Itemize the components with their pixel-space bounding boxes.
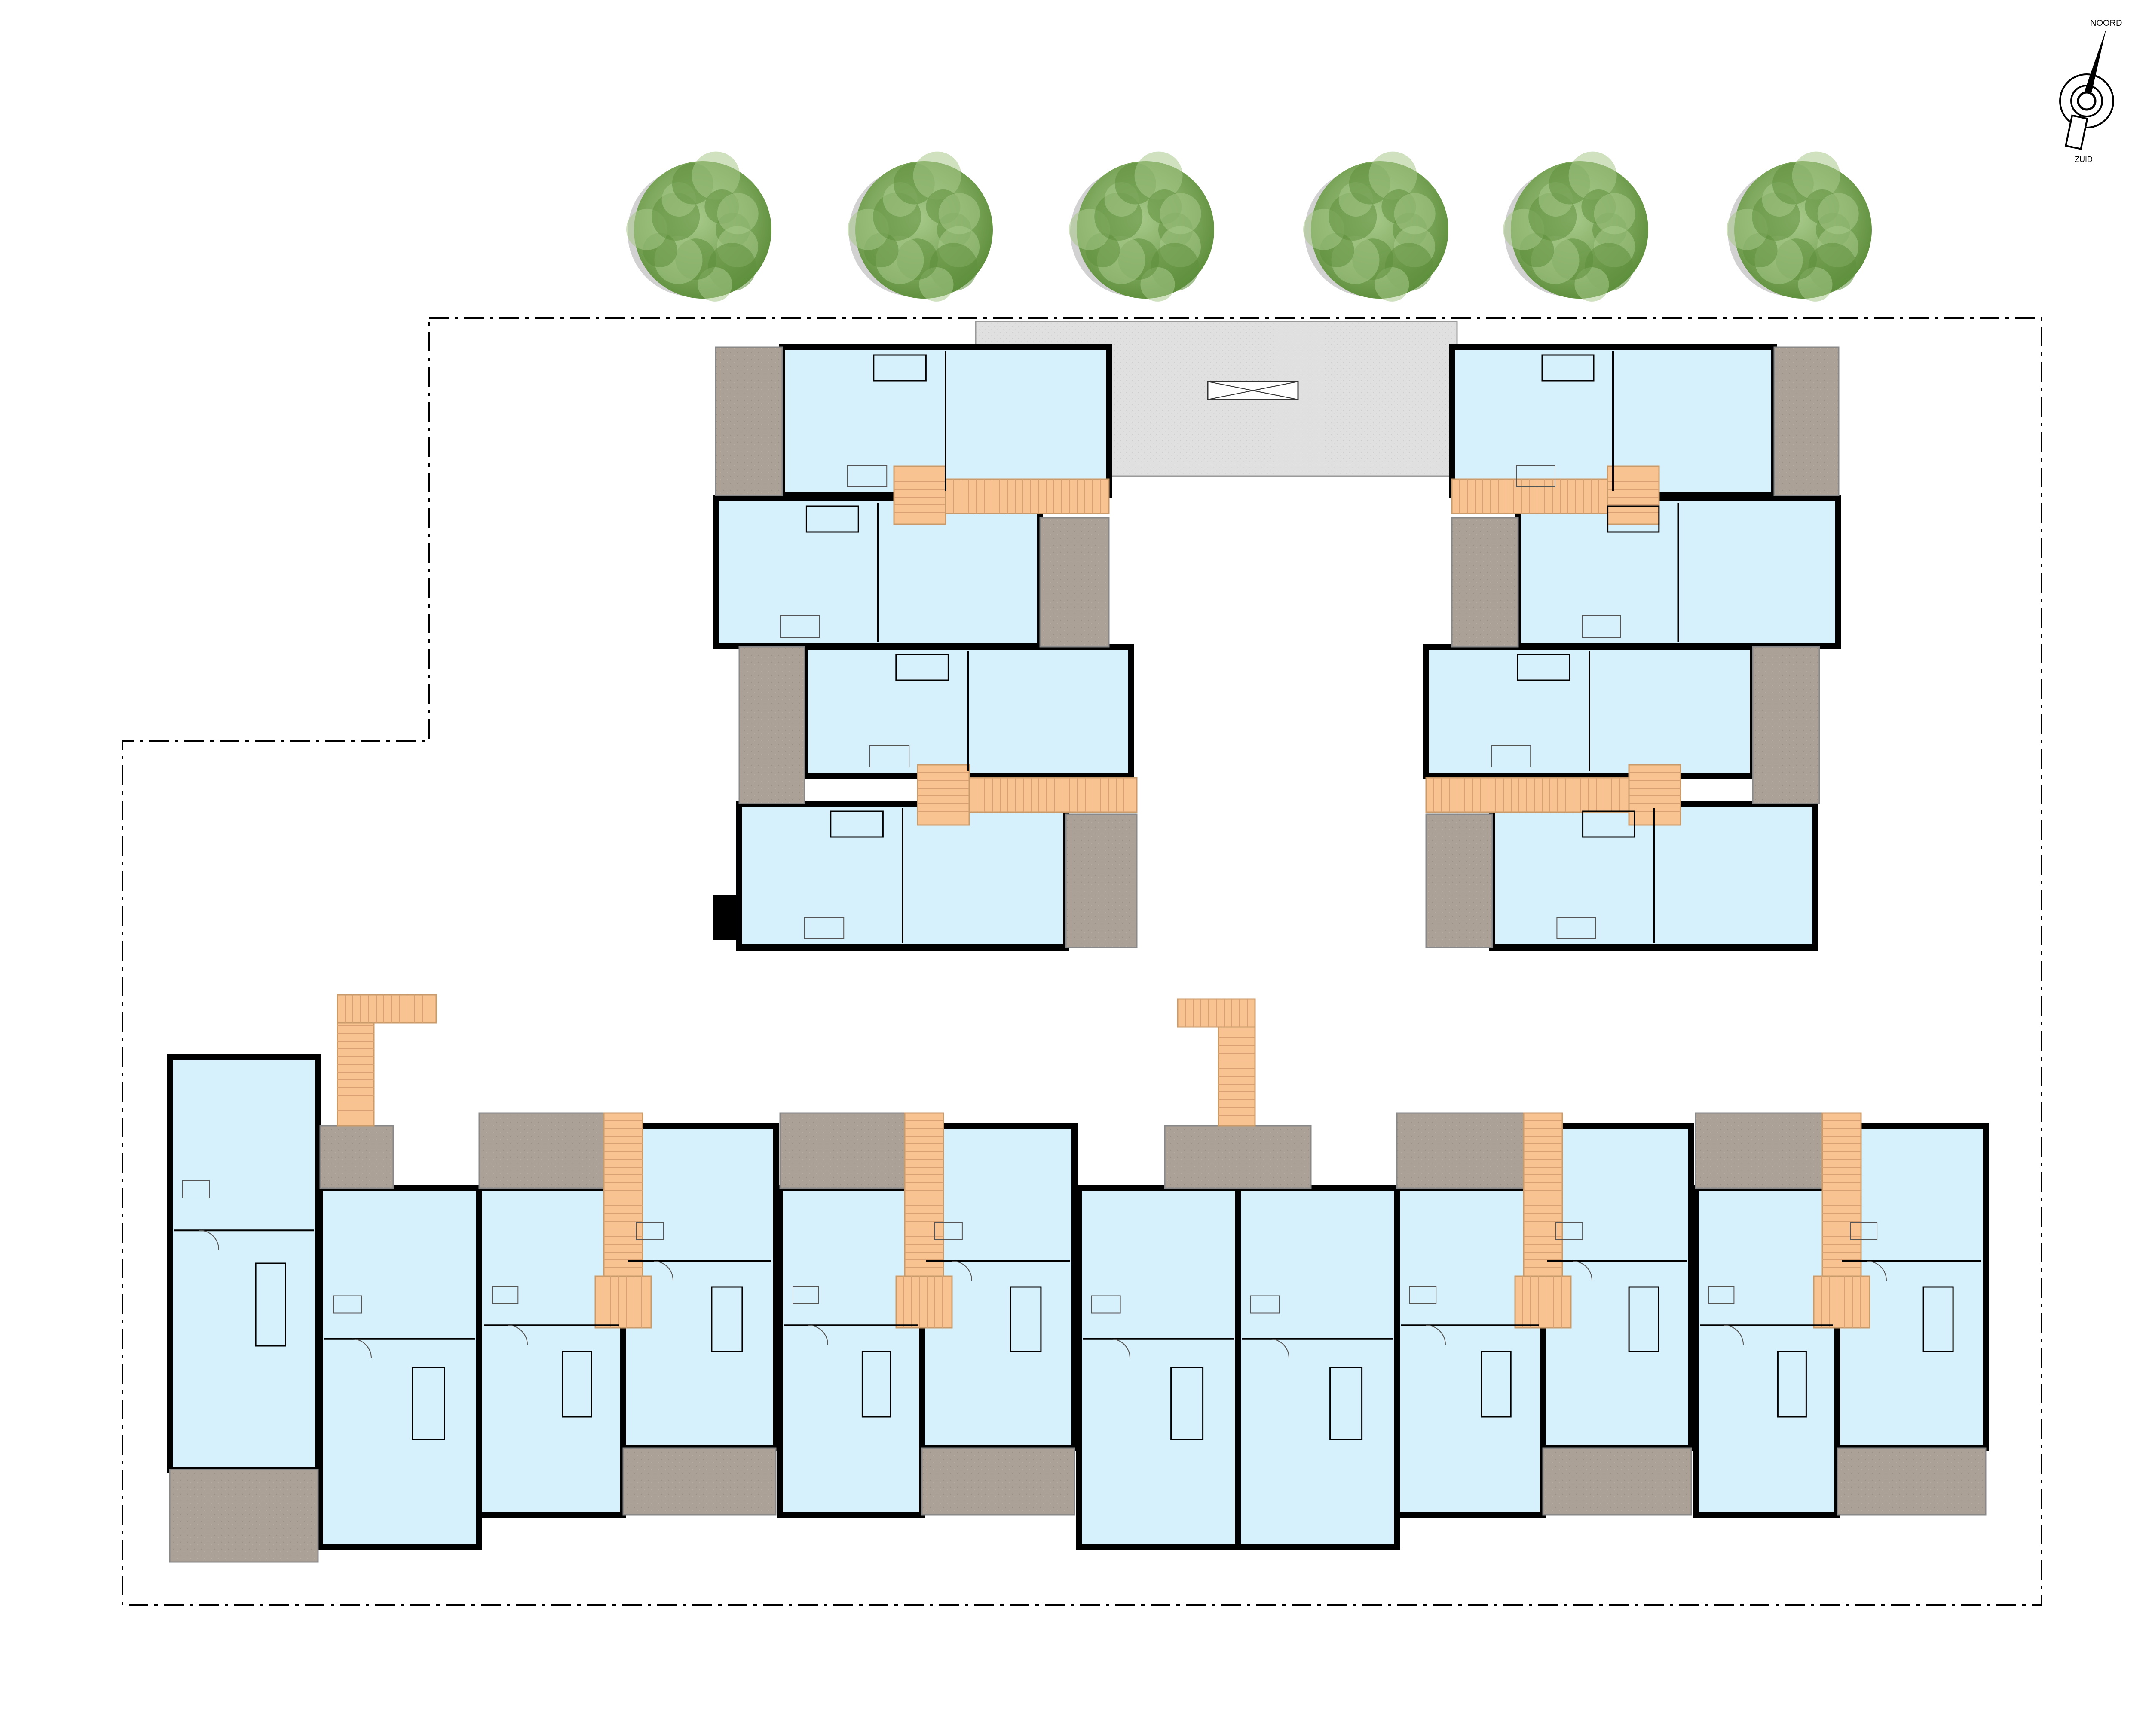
apartment-unit: [1693, 1185, 1840, 1518]
terrace: [779, 1112, 923, 1189]
apartment-unit: [1076, 1185, 1241, 1550]
site-boundary: [122, 317, 2042, 1606]
room-layout: [847, 351, 946, 491]
terrace: [1039, 517, 1110, 648]
compass-north-label: NOORD: [2090, 18, 2122, 28]
stair: [594, 1275, 652, 1329]
stair: [1813, 1275, 1870, 1329]
room-layout: [1700, 1286, 1833, 1418]
tree-icon: [1503, 151, 1648, 302]
compass-south-label: ZUID: [2075, 155, 2093, 164]
room-layout: [780, 503, 879, 642]
stair: [1177, 998, 1256, 1028]
terraces: [169, 346, 1987, 1563]
apartment-unit: [167, 1054, 321, 1473]
tree-icon: [626, 151, 771, 302]
chimney-block: [713, 895, 738, 940]
stairs: [337, 465, 1870, 1329]
stair: [1821, 1112, 1862, 1277]
terrace: [715, 346, 783, 496]
room-layout: [628, 1222, 771, 1352]
room-layout: [804, 808, 903, 943]
room-layout: [324, 1295, 475, 1440]
room-layout: [1582, 503, 1679, 642]
room-layout: [926, 1222, 1070, 1352]
terrace: [1425, 813, 1493, 948]
compass-rose-icon: NOORD ZUID: [2059, 18, 2122, 164]
terrace: [921, 1447, 1075, 1516]
room-layout: [1842, 1222, 1981, 1352]
terrace: [478, 1112, 624, 1189]
tree-icon: [848, 151, 993, 302]
terrace: [1752, 646, 1820, 804]
stair: [1607, 465, 1660, 525]
room-layout: [1401, 1286, 1539, 1418]
stair: [968, 777, 1138, 813]
room-layout: [869, 651, 969, 771]
terrace: [1164, 1125, 1312, 1189]
stair: [945, 478, 1110, 514]
apartment-unit: [476, 1185, 626, 1518]
terrace: [738, 646, 805, 804]
stair: [1523, 1112, 1563, 1277]
room-layout: [1516, 351, 1614, 491]
interior-details: [174, 351, 1981, 1440]
tree-icon: [1069, 151, 1214, 302]
stair: [893, 465, 946, 525]
tree-icon: [1727, 151, 1872, 302]
tree-icon: [1303, 151, 1448, 302]
terrace: [1837, 1447, 1987, 1516]
room-layout: [1083, 1295, 1234, 1440]
terrace: [1065, 813, 1138, 948]
room-layout: [1547, 1222, 1687, 1352]
stair: [895, 1275, 953, 1329]
stair: [917, 764, 970, 826]
stair: [1514, 1275, 1572, 1329]
stair: [603, 1112, 643, 1277]
stair: [1425, 777, 1630, 813]
terrace: [622, 1447, 777, 1516]
terrace: [1773, 346, 1840, 496]
stair: [904, 1112, 944, 1277]
apartment-unit: [317, 1185, 482, 1550]
room-layout: [174, 1180, 314, 1347]
tree-row: [626, 151, 1872, 302]
apartment-unit: [1235, 1185, 1400, 1550]
room-layout: [1242, 1295, 1393, 1440]
terrace: [169, 1469, 319, 1563]
room-layout: [1556, 808, 1655, 943]
apartment-unit: [777, 1185, 925, 1518]
terrace: [1695, 1112, 1838, 1189]
room-layout: [484, 1286, 619, 1418]
room-layout: [1491, 651, 1590, 771]
terrace: [1396, 1112, 1544, 1189]
terrace: [319, 1125, 394, 1189]
terrace: [1451, 517, 1519, 648]
terrace: [1542, 1447, 1692, 1516]
stair: [337, 994, 437, 1024]
stair: [1451, 478, 1608, 514]
apartment-unit: [1394, 1185, 1546, 1518]
room-layout: [784, 1286, 918, 1418]
